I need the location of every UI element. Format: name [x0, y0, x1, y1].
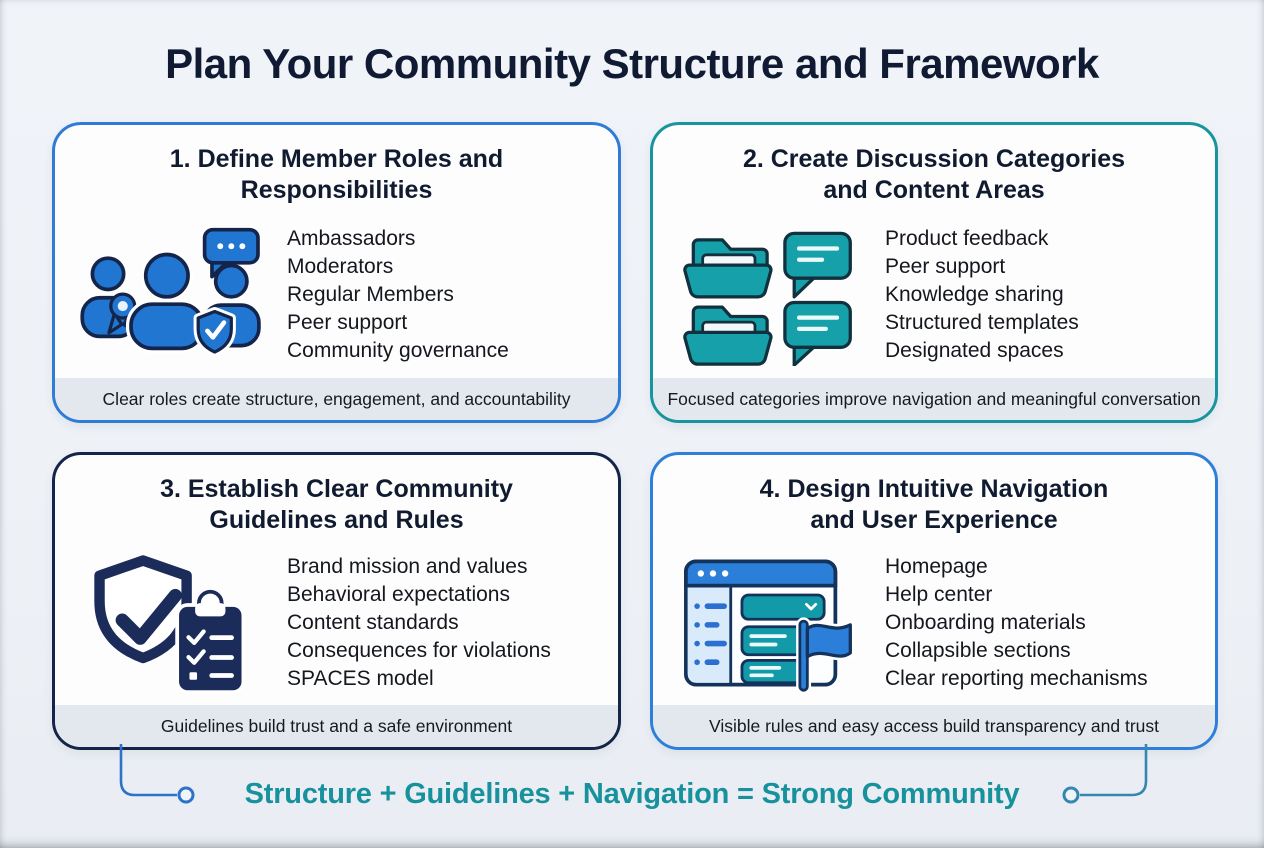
- card-item-list: Product feedback Peer support Knowledge …: [885, 225, 1079, 365]
- shield-checklist-icon: [55, 552, 287, 694]
- list-item: Onboarding materials: [885, 611, 1086, 634]
- list-item: Behavioral expectations: [287, 583, 510, 606]
- footer-connector-lines: [119, 744, 1148, 804]
- card-member-roles: 1. Define Member Roles and Responsibilit…: [52, 122, 621, 423]
- list-item: Brand mission and values: [287, 555, 528, 578]
- card-caption: Guidelines build trust and a safe enviro…: [55, 705, 618, 747]
- list-item: Structured templates: [885, 310, 1079, 334]
- community-members-icon: [55, 226, 287, 364]
- card-heading: 3. Establish Clear Community Guidelines …: [160, 475, 513, 534]
- footer-formula: Structure + Guidelines + Navigation = St…: [244, 778, 1020, 810]
- list-item: SPACES model: [287, 667, 434, 690]
- list-item: Moderators: [287, 254, 394, 278]
- folders-discussions-icon: [653, 224, 885, 366]
- list-item: Designated spaces: [885, 338, 1064, 362]
- card-caption: Visible rules and easy access build tran…: [653, 705, 1215, 747]
- list-item: Homepage: [885, 555, 988, 578]
- list-item: Consequences for violations: [287, 639, 551, 662]
- list-item: Product feedback: [885, 226, 1049, 250]
- card-caption: Clear roles create structure, engagement…: [55, 378, 618, 420]
- list-item: Peer support: [287, 310, 408, 334]
- list-item: Collapsible sections: [885, 639, 1071, 662]
- list-item: Knowledge sharing: [885, 282, 1064, 306]
- card-community-guidelines: 3. Establish Clear Community Guidelines …: [52, 452, 621, 750]
- card-content: Brand mission and values Behavioral expe…: [55, 543, 618, 703]
- card-navigation-ux: 4. Design Intuitive Navigation and User …: [650, 452, 1218, 750]
- card-item-list: Homepage Help center Onboarding material…: [885, 553, 1148, 693]
- card-content: Homepage Help center Onboarding material…: [653, 543, 1215, 703]
- card-heading: 1. Define Member Roles and Responsibilit…: [169, 145, 504, 204]
- list-item: Content standards: [287, 611, 459, 634]
- list-item: Ambassadors: [287, 226, 416, 250]
- card-item-list: Brand mission and values Behavioral expe…: [287, 553, 551, 693]
- connector-node-left: [177, 786, 195, 804]
- card-heading: 4. Design Intuitive Navigation and User …: [759, 475, 1109, 534]
- card-discussion-categories: 2. Create Discussion Categories and Cont…: [650, 122, 1218, 423]
- card-item-list: Ambassadors Moderators Regular Members P…: [287, 225, 509, 365]
- card-content: Product feedback Peer support Knowledge …: [653, 213, 1215, 376]
- card-caption: Focused categories improve navigation an…: [653, 378, 1215, 420]
- page-title: Plan Your Community Structure and Framew…: [165, 40, 1099, 87]
- list-item: Help center: [885, 583, 993, 606]
- list-item: Community governance: [287, 338, 509, 362]
- browser-navigation-icon: [653, 552, 885, 694]
- list-item: Regular Members: [287, 282, 454, 306]
- connector-node-right: [1062, 786, 1080, 804]
- list-item: Peer support: [885, 254, 1006, 278]
- card-heading: 2. Create Discussion Categories and Cont…: [742, 145, 1126, 204]
- list-item: Clear reporting mechanisms: [885, 667, 1148, 690]
- card-content: Ambassadors Moderators Regular Members P…: [55, 213, 618, 376]
